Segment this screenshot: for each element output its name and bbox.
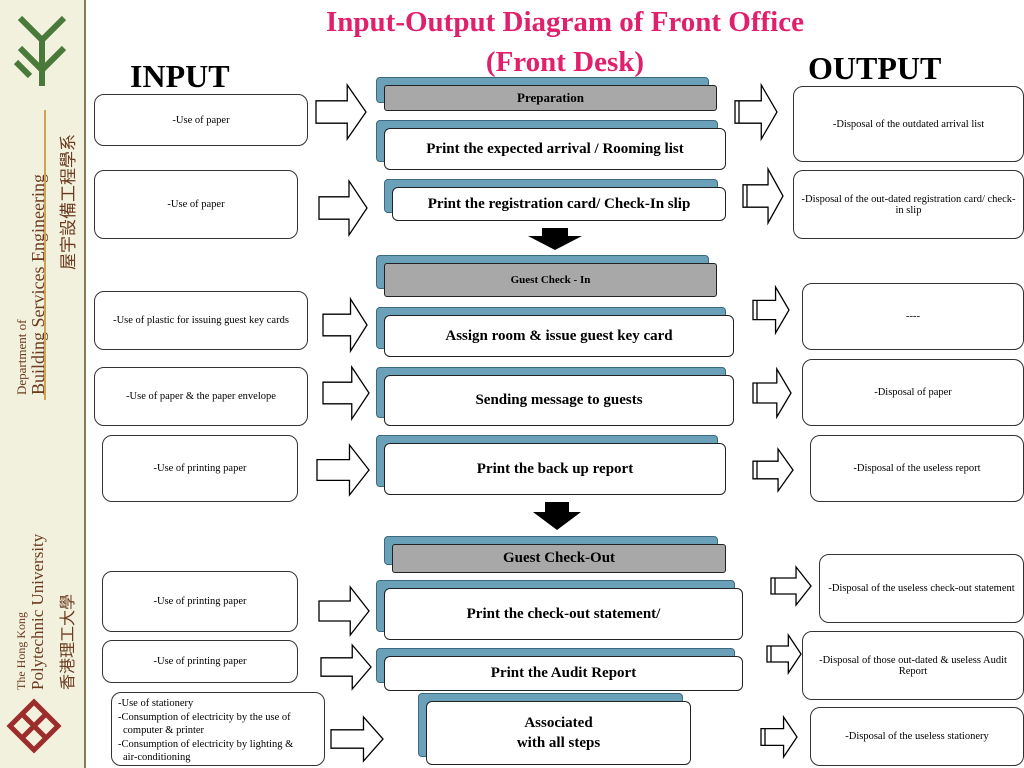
process-print-backup: Print the back up report	[376, 435, 726, 495]
process-print-registration-card: Print the registration card/ Check-In sl…	[384, 179, 726, 221]
input-box: -Use of printing paper	[102, 571, 298, 632]
polyu-logo-bottom	[6, 698, 62, 765]
university-name: Polytechnic University	[28, 533, 47, 690]
polyu-logo-icon	[6, 698, 62, 754]
right-arrow-icon	[318, 585, 370, 637]
process-associated: Associated with all steps	[418, 693, 691, 765]
preparation-header: Preparation	[376, 77, 717, 111]
input-box: -Use of paper	[94, 170, 298, 239]
output-box: -Disposal of the useless stationery	[810, 707, 1024, 766]
university-chinese: 香港理工大學	[60, 593, 77, 690]
output-box: ----	[802, 283, 1024, 350]
right-arrow-icon	[316, 443, 370, 497]
title-line-1: Input-Output Diagram of Front Office	[326, 6, 804, 38]
right-arrow-icon	[322, 364, 370, 422]
input-box-multiline: -Use of stationery -Consumption of elect…	[111, 692, 325, 766]
sidebar: Department of Building Services Engineer…	[0, 0, 86, 768]
process-print-checkout: Print the check-out statement/	[376, 580, 743, 640]
down-arrow-icon	[528, 228, 582, 250]
down-arrow-icon	[533, 502, 581, 530]
polyu-logo-icon	[13, 15, 67, 86]
polyu-logo-top	[6, 8, 78, 97]
input-box: -Use of printing paper	[102, 640, 298, 683]
output-box: -Disposal of the out-dated registration …	[793, 170, 1024, 239]
output-box: -Disposal of the useless check-out state…	[819, 554, 1024, 623]
right-arrow-icon	[770, 565, 812, 607]
input-heading: INPUT	[130, 58, 230, 94]
process-sending-message: Sending message to guests	[376, 367, 734, 426]
right-arrow-icon	[760, 714, 798, 760]
input-box: -Use of printing paper	[102, 435, 298, 502]
department-chinese: 屋宇設備工程學系	[59, 134, 78, 270]
process-print-expected-arrival: Print the expected arrival / Rooming lis…	[376, 120, 726, 170]
right-arrow-icon	[315, 82, 367, 142]
diagram-title: Input-Output Diagram of Front Office (Fr…	[240, 2, 890, 82]
right-arrow-icon	[734, 82, 778, 142]
title-line-2: (Front Desk)	[485, 46, 645, 78]
output-heading: OUTPUT	[808, 50, 942, 86]
process-assign-room: Assign room & issue guest key card	[376, 307, 734, 357]
right-arrow-icon	[766, 632, 802, 676]
output-box: -Disposal of the useless report	[810, 435, 1024, 502]
right-arrow-icon	[330, 715, 384, 763]
output-box: -Disposal of the outdated arrival list	[793, 86, 1024, 162]
sidebar-divider	[44, 110, 46, 400]
right-arrow-icon	[322, 296, 368, 354]
right-arrow-icon	[320, 643, 372, 691]
right-arrow-icon	[752, 284, 790, 336]
right-arrow-icon	[742, 166, 784, 226]
input-box: -Use of plastic for issuing guest key ca…	[94, 291, 308, 350]
right-arrow-icon	[318, 178, 368, 238]
university-caption: The Hong Kong	[14, 612, 28, 690]
input-box: -Use of paper	[94, 94, 308, 146]
output-box: -Disposal of those out-dated & useless A…	[802, 631, 1024, 700]
right-arrow-icon	[752, 366, 792, 420]
output-box: -Disposal of paper	[802, 359, 1024, 426]
right-arrow-icon	[752, 446, 794, 494]
checkin-header: Guest Check - In	[376, 255, 717, 297]
checkout-header: Guest Check-Out	[384, 536, 726, 573]
process-print-audit: Print the Audit Report	[376, 648, 743, 691]
input-box: -Use of paper & the paper envelope	[94, 367, 308, 426]
